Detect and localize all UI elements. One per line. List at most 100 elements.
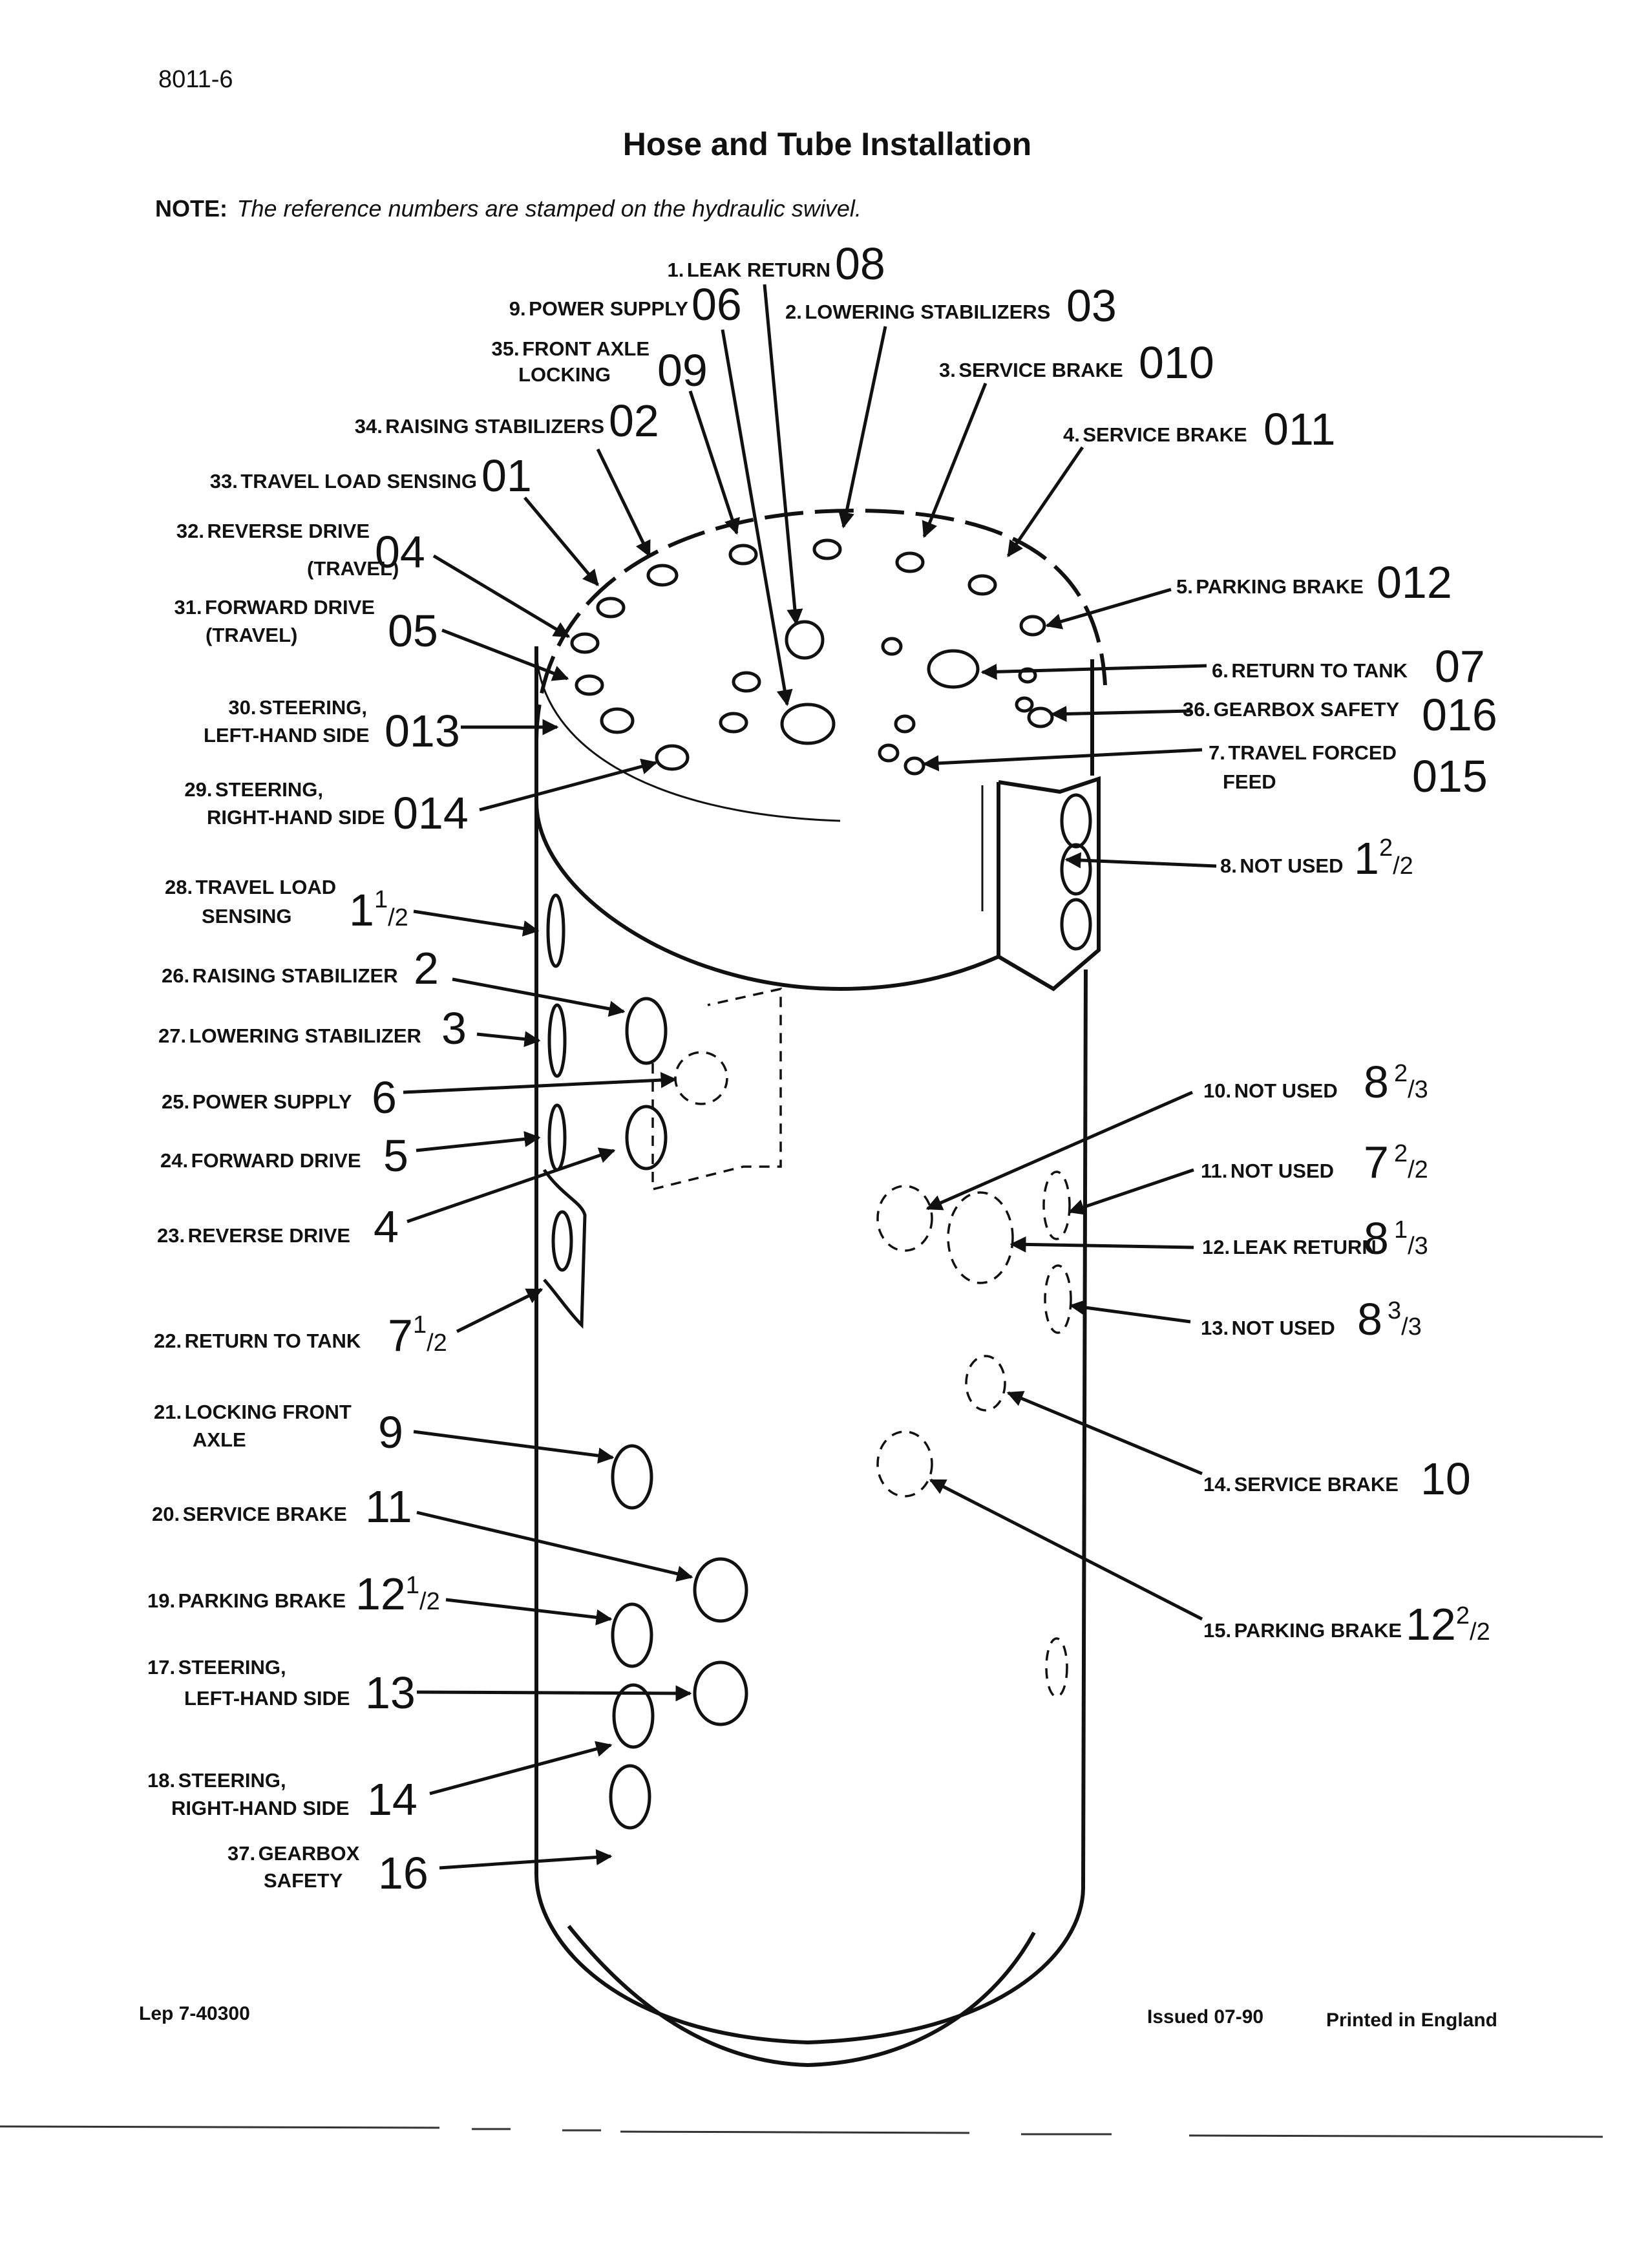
callout-10: 10. NOT USED — [1203, 1079, 1338, 1102]
callout-25: 25. POWER SUPPLY — [162, 1090, 352, 1113]
cylinder-right-side — [1081, 969, 1088, 1888]
callout-29-line2: RIGHT-HAND SIDE — [207, 806, 385, 829]
callout-30: 30. STEERING, — [228, 696, 367, 719]
ref-010: 010 — [1139, 337, 1214, 388]
callout-23: 23. REVERSE DRIVE — [157, 1224, 350, 1247]
ref-7-1-2: 71/2 — [388, 1310, 447, 1361]
ref-16: 16 — [378, 1848, 428, 1898]
ref-9: 9 — [378, 1407, 403, 1457]
note-text: The reference numbers are stamped on the… — [237, 195, 861, 222]
callout-19: 19. PARKING BRAKE — [147, 1589, 346, 1612]
note-label: NOTE: — [155, 195, 227, 222]
hydraulic-swivel-drawing — [534, 508, 1107, 2068]
callout-35: 35. FRONT AXLE — [492, 337, 650, 360]
callout-36: 36. GEARBOX SAFETY — [1183, 698, 1400, 721]
callout-32-line2: (TRAVEL) — [307, 557, 399, 580]
callout-7: 7. TRAVEL FORCED — [1209, 741, 1397, 764]
callout-3: 3. SERVICE BRAKE — [939, 359, 1123, 381]
footer-lep: Lep 7-40300 — [139, 2003, 250, 2024]
callout-2: 2. LOWERING STABILIZERS — [785, 301, 1050, 323]
side-ports-right — [876, 1171, 1072, 1698]
callout-32: 32. REVERSE DRIVE — [176, 520, 370, 542]
callout-33: 33. TRAVEL LOAD SENSING — [210, 470, 477, 493]
ref-07: 07 — [1435, 641, 1485, 692]
cylinder-base-ring — [567, 1925, 1036, 2068]
callout-31-line2: (TRAVEL) — [206, 624, 297, 646]
footer-issued: Issued 07-90 — [1147, 2006, 1263, 2028]
page-title: Hose and Tube Installation — [623, 126, 1031, 162]
upper-rim — [534, 801, 1000, 991]
callout-31: 31. FORWARD DRIVE — [174, 596, 375, 619]
callout-13: 13. NOT USED — [1201, 1317, 1335, 1339]
callout-22: 22. RETURN TO TANK — [154, 1330, 361, 1352]
note: NOTE: The reference numbers are stamped … — [155, 195, 861, 222]
ref-6: 6 — [372, 1072, 397, 1123]
ref-1-1-2: 11/2 — [349, 885, 408, 935]
top-face-outline — [534, 508, 1107, 744]
ref-01: 01 — [481, 450, 532, 501]
ref-04: 04 — [375, 527, 425, 577]
cylinder-bottom — [534, 1874, 1085, 2045]
ref-015: 015 — [1412, 751, 1488, 801]
callout-24: 24. FORWARD DRIVE — [160, 1149, 361, 1172]
ref-3: 3 — [441, 1003, 467, 1054]
ref-2: 2 — [414, 943, 439, 993]
callout-35-line2: LOCKING — [518, 363, 611, 386]
footer-printed: Printed in England — [1326, 2009, 1497, 2031]
ref-06: 06 — [692, 279, 742, 330]
ref-012: 012 — [1377, 557, 1452, 608]
ref-4: 4 — [374, 1202, 399, 1252]
ref-013: 013 — [385, 706, 460, 756]
ref-11: 11 — [365, 1481, 412, 1532]
internal-passage — [651, 987, 782, 1191]
scan-edge-line — [0, 2125, 1603, 2138]
left-side-callouts: 28. TRAVEL LOAD SENSING 11/2 26. RAISING… — [147, 876, 467, 1898]
ref-1-2-2: 12/2 — [1354, 833, 1413, 884]
callout-5: 5. PARKING BRAKE — [1176, 575, 1364, 598]
callout-12: 12. LEAK RETURN — [1202, 1236, 1377, 1258]
callout-29: 29. STEERING, — [184, 778, 323, 801]
block-port-middle — [1060, 843, 1092, 896]
ref-14: 14 — [367, 1774, 417, 1825]
top-face-ports — [570, 538, 1054, 776]
top-face-inner-edge — [535, 646, 841, 822]
ref-10: 10 — [1421, 1454, 1471, 1504]
callout-37-line2: SAFETY — [264, 1869, 343, 1892]
callout-14: 14. SERVICE BRAKE — [1203, 1473, 1399, 1496]
return-bracket — [542, 1169, 587, 1329]
callout-30-line2: LEFT-HAND SIDE — [204, 724, 370, 747]
callout-6: 6. RETURN TO TANK — [1212, 659, 1408, 682]
callout-37: 37. GEARBOX — [227, 1842, 360, 1865]
callout-7-line2: FEED — [1223, 770, 1276, 793]
ref-05: 05 — [388, 606, 438, 656]
block-port-top — [1060, 793, 1092, 849]
callout-26: 26. RAISING STABILIZER — [162, 964, 398, 987]
ref-5: 5 — [383, 1130, 408, 1181]
ref-08: 08 — [835, 238, 885, 289]
side-port-block — [997, 776, 1101, 991]
top-callouts: 1. LEAK RETURN 08 9. POWER SUPPLY 06 2. … — [174, 238, 1497, 838]
callout-18-line2: RIGHT-HAND SIDE — [171, 1797, 350, 1819]
ref-02: 02 — [609, 396, 659, 446]
ref-13: 13 — [365, 1668, 416, 1718]
ref-12-2-2: 122/2 — [1406, 1599, 1490, 1649]
ref-03: 03 — [1066, 281, 1117, 331]
callout-17: 17. STEERING, — [147, 1656, 286, 1679]
callout-1: 1. LEAK RETURN — [668, 259, 830, 281]
callout-21-line2: AXLE — [193, 1428, 246, 1451]
callout-15: 15. PARKING BRAKE — [1203, 1619, 1402, 1642]
callout-21: 21. LOCKING FRONT — [154, 1401, 352, 1423]
callout-11: 11. NOT USED — [1201, 1160, 1334, 1182]
callout-27: 27. LOWERING STABILIZER — [158, 1024, 421, 1047]
ref-12-1-2: 121/2 — [355, 1569, 440, 1619]
callout-4: 4. SERVICE BRAKE — [1063, 423, 1247, 446]
callout-28: 28. TRAVEL LOAD — [165, 876, 336, 898]
callout-17-line2: LEFT-HAND SIDE — [184, 1687, 350, 1710]
side-ports-left — [542, 893, 782, 1830]
ref-09: 09 — [657, 345, 708, 396]
